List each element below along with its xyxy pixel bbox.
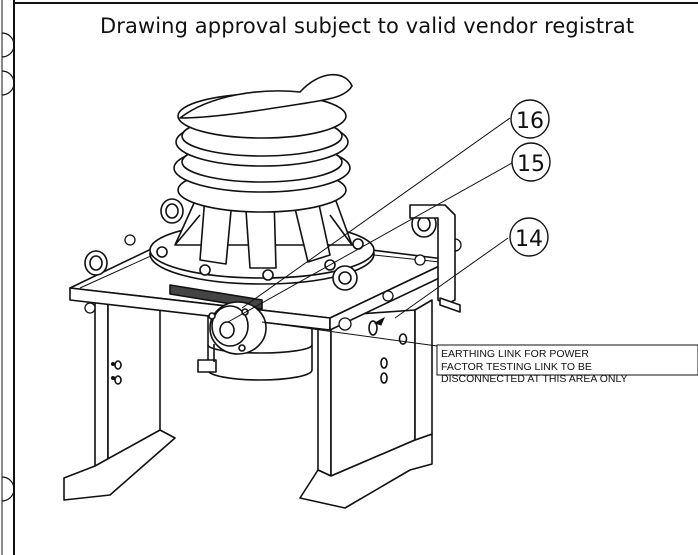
- balloon-14-label: 14: [515, 227, 543, 252]
- left-support-leg: [63, 299, 176, 501]
- note-box: [436, 344, 698, 376]
- balloon-15-label: 15: [517, 152, 545, 177]
- earthing-link: [368, 320, 378, 336]
- approval-banner: Drawing approval subject to valid vendor…: [100, 14, 635, 38]
- balloon-16: 16: [510, 99, 550, 139]
- bushing-sheds: [173, 73, 353, 213]
- note-line-2: FACTOR TESTING LINK TO BE: [441, 360, 592, 373]
- right-support-leg: [299, 299, 433, 509]
- note-line-1: EARTHING LINK FOR POWER: [441, 348, 589, 360]
- leader-lines: [227, 117, 513, 347]
- zone-markers: [1, 32, 15, 502]
- earthing-note: EARTHING LINK FOR POWER FACTOR TESTING L…: [441, 348, 628, 386]
- balloon-16-label: 16: [516, 109, 544, 134]
- balloon-14: 14: [509, 217, 549, 257]
- transformer-assembly: [63, 73, 462, 509]
- earthing-bracket: [409, 204, 461, 313]
- balloon-15: 15: [511, 142, 551, 182]
- note-line-3: DISCONNECTED AT THIS AREA ONLY: [441, 373, 628, 385]
